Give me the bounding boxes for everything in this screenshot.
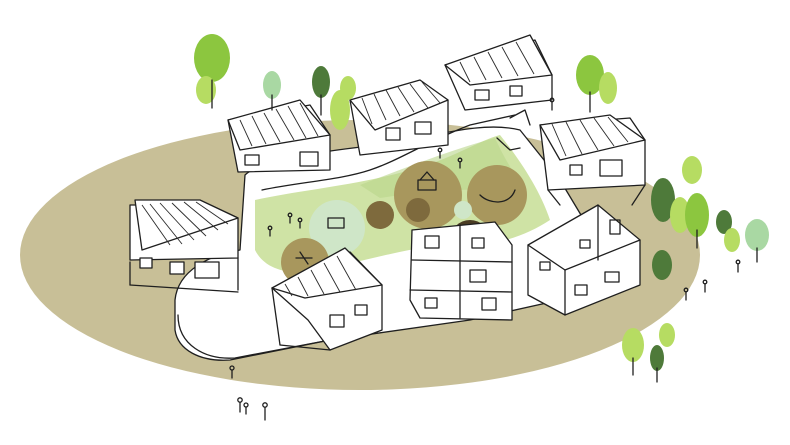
play-circle-east (467, 165, 527, 225)
people-figures (229, 97, 741, 421)
building-west (129, 199, 239, 293)
people-courtyard (267, 147, 463, 237)
tree-group-east (651, 156, 769, 280)
tree-group-northwest (194, 34, 281, 111)
elevated-path-south (177, 314, 331, 359)
play-circle-center-right (406, 198, 430, 222)
building-south-center (409, 221, 513, 321)
slide (509, 109, 531, 126)
tree-group-southeast (622, 323, 675, 383)
slide-2 (496, 137, 521, 151)
play-circles (281, 161, 527, 286)
play-circle-sandbox (394, 161, 462, 229)
trees (194, 34, 769, 383)
tree-group-northeast (576, 55, 617, 113)
people-east (549, 97, 741, 301)
building-southeast-cutaway (527, 204, 641, 316)
building-northwest (227, 99, 331, 173)
play-circle-center-left (366, 201, 394, 229)
building-southwest (271, 247, 383, 351)
building-north-east (444, 34, 553, 111)
tree-group-north (312, 66, 356, 130)
building-east (539, 114, 646, 206)
play-circle-small (454, 201, 472, 219)
playground-sketches (295, 171, 516, 265)
people-south (229, 365, 268, 421)
building-north-center (349, 79, 449, 156)
